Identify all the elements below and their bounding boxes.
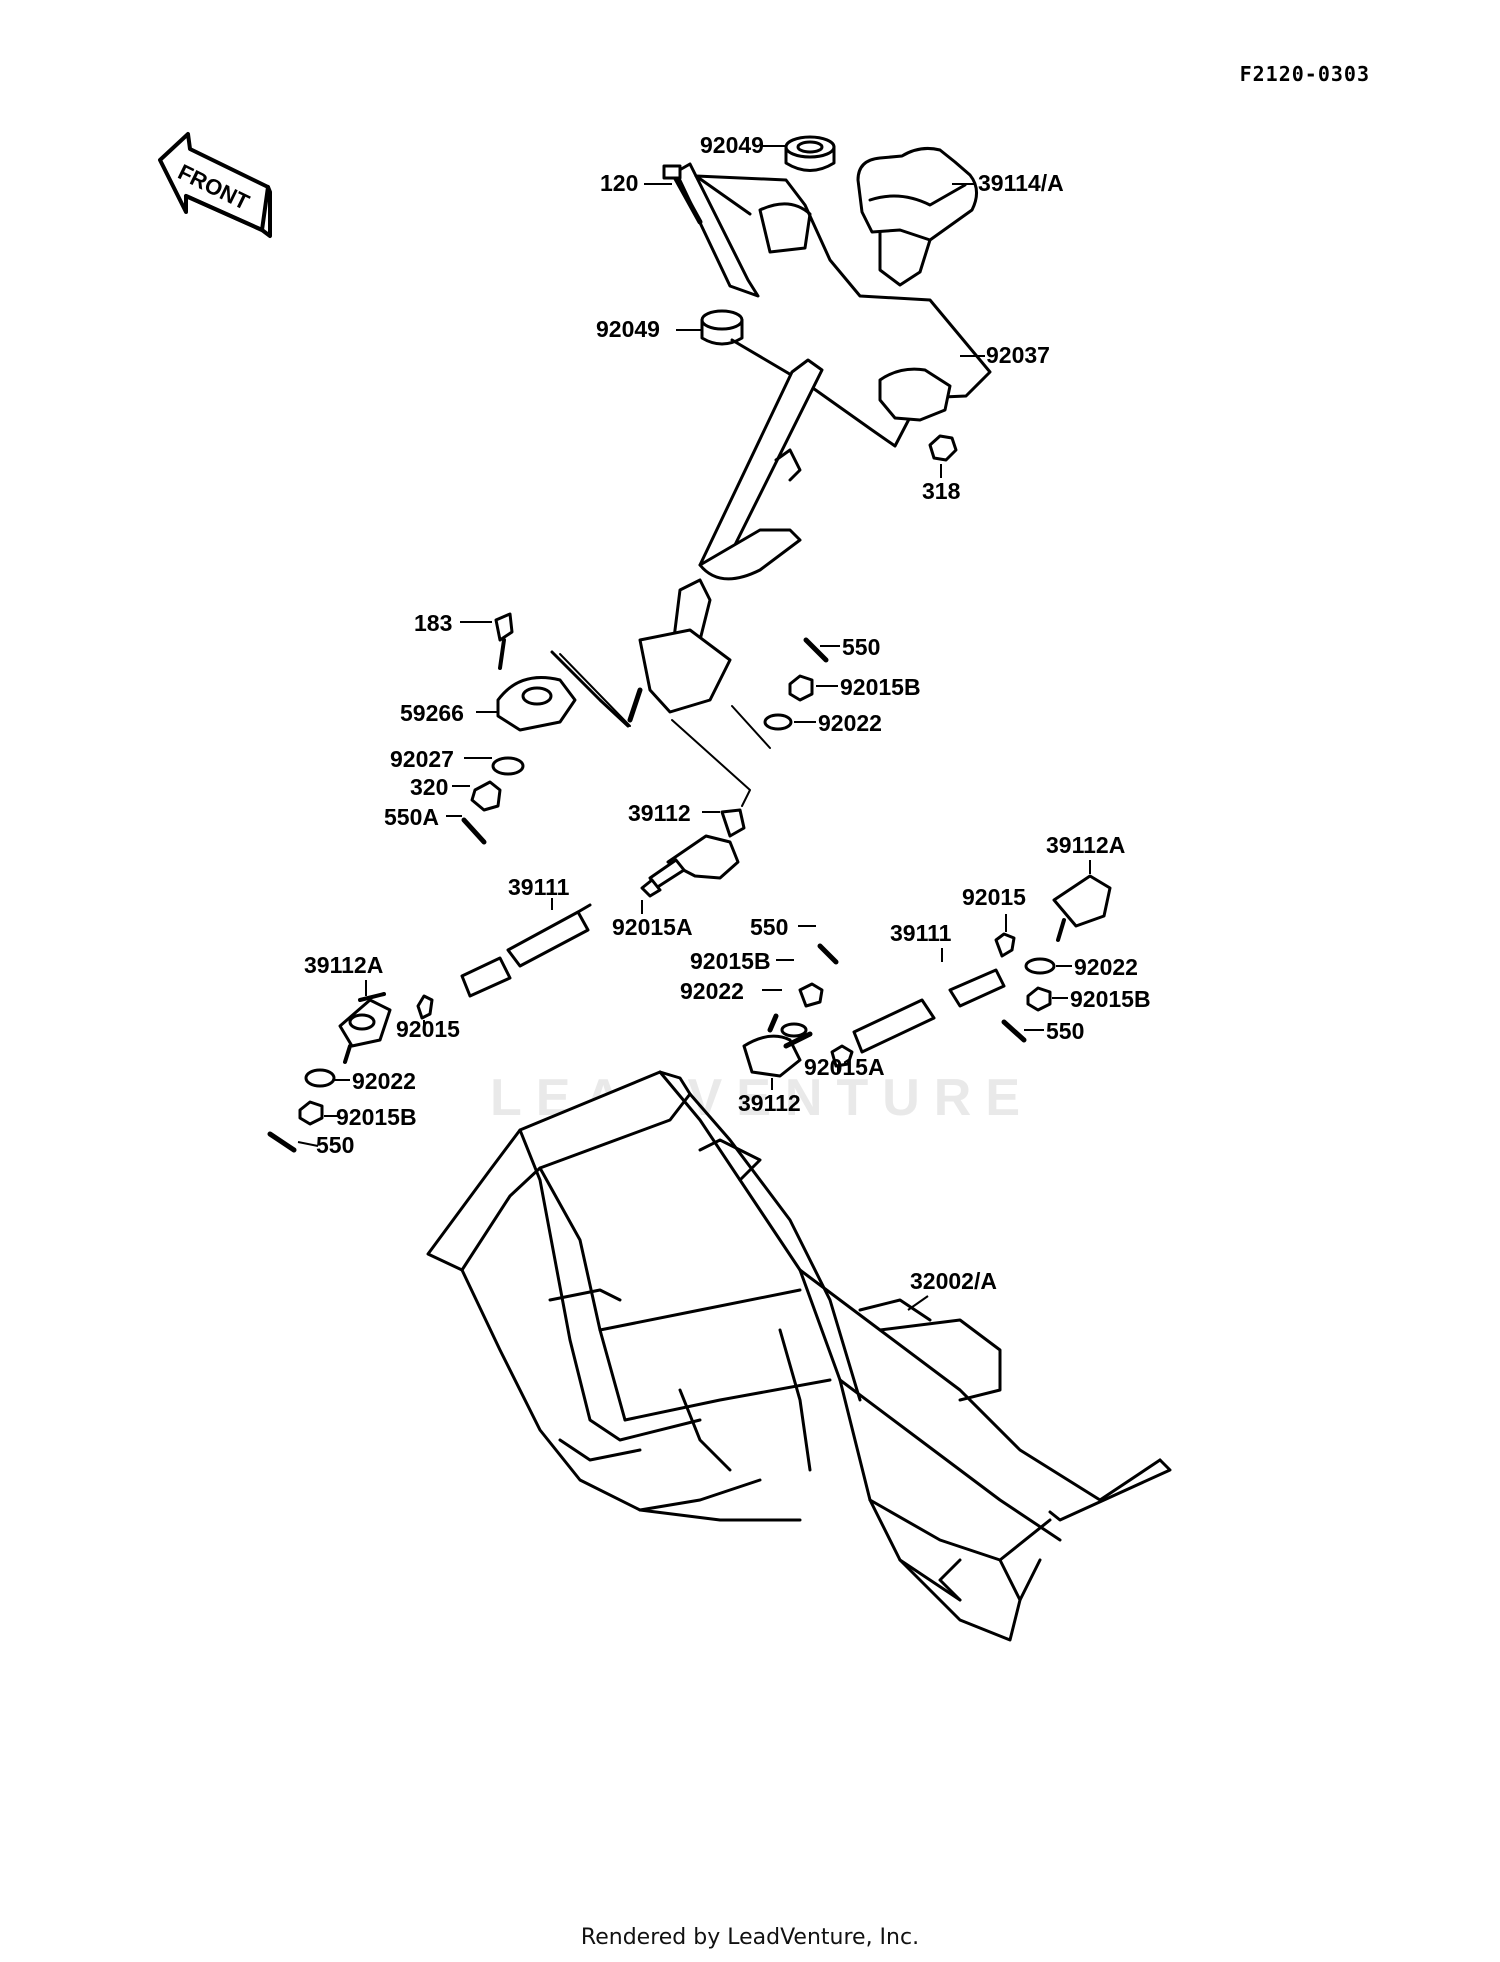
callout-92015B-top: 92015B — [840, 674, 921, 700]
callout-120: 120 — [600, 170, 639, 196]
callout-92022-mid: 92022 — [680, 978, 744, 1004]
callout-39112-bottom: 39112 — [738, 1090, 801, 1116]
callout-92037: 92037 — [986, 342, 1050, 368]
callout-32002A: 32002/A — [910, 1268, 997, 1294]
callout-39112A-left: 39112A — [304, 952, 384, 978]
callout-92015B-mid: 92015B — [690, 948, 771, 974]
tie-rod-end-top — [640, 808, 746, 898]
footer-credit: Rendered by LeadVenture, Inc. — [580, 1925, 920, 1950]
steering-stem — [627, 578, 732, 723]
callout-550A: 550A — [384, 804, 439, 830]
callout-92015B-right: 92015B — [1070, 986, 1151, 1012]
callout-92015A-left: 92015A — [612, 914, 693, 940]
callout-183: 183 — [414, 610, 453, 636]
callout-92022-left: 92022 — [352, 1068, 416, 1094]
callout-92015A-right: 92015A — [804, 1054, 885, 1080]
callout-92049-bottom: 92049 — [596, 316, 660, 342]
diagram-code: F2120-0303 — [1239, 62, 1370, 86]
callout-550-right: 550 — [1046, 1018, 1085, 1044]
callout-318: 318 — [922, 478, 961, 504]
callout-550-mid: 550 — [750, 914, 789, 940]
callout-92022-top: 92022 — [818, 710, 882, 736]
callout-92015-right: 92015 — [962, 884, 1026, 910]
tie-rod-end-right — [1001, 874, 1112, 1043]
steering-bracket-59266 — [461, 612, 630, 845]
steering-bracket-group — [662, 135, 992, 462]
callout-39112-top: 39112 — [628, 800, 691, 826]
tie-rod-right — [830, 932, 1016, 1068]
front-arrow-icon: FRONT — [158, 132, 272, 238]
steering-shaft — [698, 358, 824, 581]
callout-320: 320 — [410, 774, 449, 800]
callout-39114A: 39114/A — [978, 170, 1064, 196]
tie-rod-left — [460, 903, 592, 998]
callout-92015B-left: 92015B — [336, 1104, 417, 1130]
callout-550-left: 550 — [316, 1132, 355, 1158]
callout-92015-left: 92015 — [396, 1016, 460, 1042]
callout-92027: 92027 — [390, 746, 454, 772]
tie-rod-end-left — [267, 992, 434, 1153]
callout-39112A-right: 39112A — [1046, 832, 1126, 858]
callout-92022-right: 92022 — [1074, 954, 1138, 980]
callout-92049-top: 92049 — [700, 132, 764, 158]
callout-550-top: 550 — [842, 634, 881, 660]
frame-32002A — [426, 1070, 1172, 1642]
callout-39111-right: 39111 — [890, 920, 952, 946]
callout-39111-left: 39111 — [508, 874, 570, 900]
tie-rod-end-bottom — [742, 943, 839, 1078]
callout-59266: 59266 — [400, 700, 464, 726]
